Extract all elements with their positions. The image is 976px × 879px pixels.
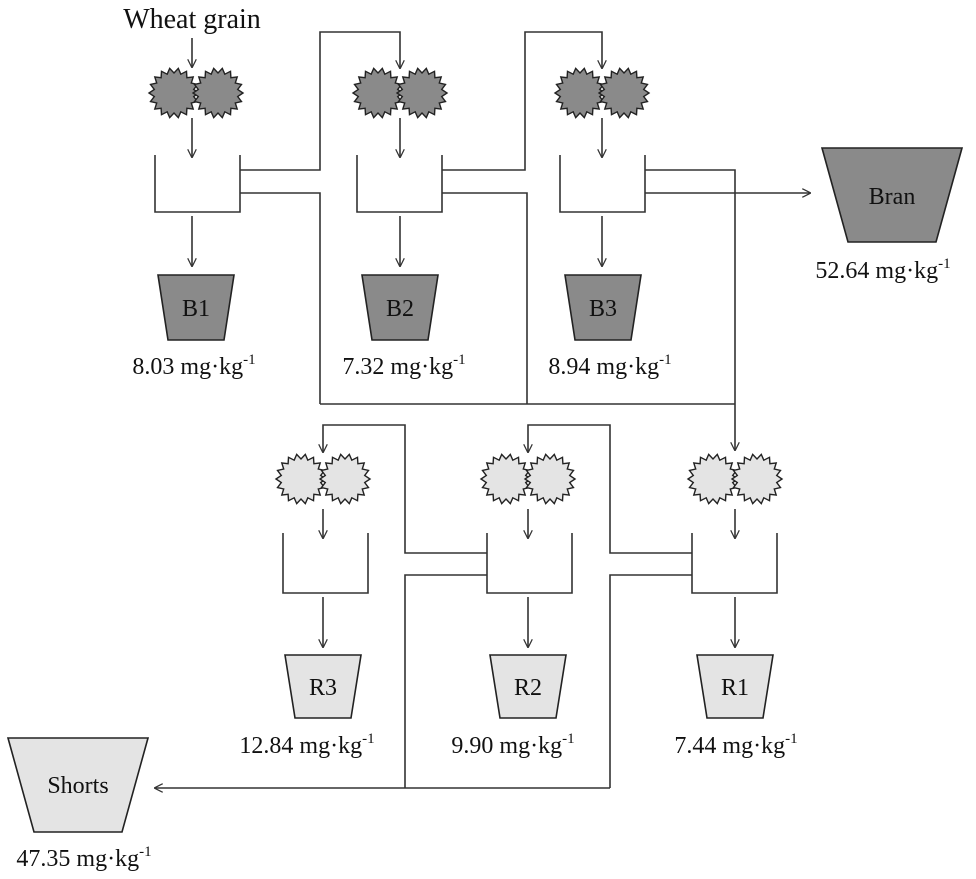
bin-shorts: Shorts bbox=[6, 737, 150, 833]
roller-icon bbox=[395, 67, 449, 119]
sifter-b3 bbox=[559, 155, 646, 213]
stage-arrows bbox=[192, 38, 735, 647]
bin-r1-label: R1 bbox=[721, 675, 749, 701]
sifter-b1 bbox=[154, 155, 241, 213]
bin-b2: B2 bbox=[361, 274, 439, 341]
conc-r1: 7.44 mg·kg-1 bbox=[674, 731, 797, 759]
conc-b1: 8.03 mg·kg-1 bbox=[132, 352, 255, 380]
roller-icon bbox=[597, 67, 651, 119]
sifter-b2 bbox=[356, 155, 443, 213]
conc-r2: 9.90 mg·kg-1 bbox=[451, 731, 574, 759]
bin-r2-label: R2 bbox=[514, 675, 542, 701]
sifter-r1 bbox=[691, 533, 778, 594]
roller-icon bbox=[523, 453, 577, 505]
conc-b2: 7.32 mg·kg-1 bbox=[342, 352, 465, 380]
roller-pair-r1-icon bbox=[686, 453, 784, 505]
bin-bran: Bran bbox=[820, 147, 964, 243]
flow-lines bbox=[155, 31, 810, 788]
roller-icon bbox=[351, 67, 405, 119]
roller-icon bbox=[147, 67, 201, 119]
roller-icon bbox=[479, 453, 533, 505]
wheat-grain-label: Wheat grain bbox=[123, 4, 261, 35]
bin-b1: B1 bbox=[157, 274, 235, 341]
roller-icon bbox=[553, 67, 607, 119]
conc-b3: 8.94 mg·kg-1 bbox=[548, 352, 671, 380]
conc-bran: 52.64 mg·kg-1 bbox=[815, 256, 950, 284]
sifter-r3 bbox=[282, 533, 369, 594]
bin-b3: B3 bbox=[564, 274, 642, 341]
conc-shorts: 47.35 mg·kg-1 bbox=[16, 844, 151, 872]
sifters bbox=[154, 155, 778, 594]
roller-icon bbox=[191, 67, 245, 119]
bin-r3: R3 bbox=[284, 654, 362, 719]
bin-shorts-label: Shorts bbox=[47, 773, 108, 799]
roller-pair-b3-icon bbox=[553, 67, 651, 119]
roller-pair-r2-icon bbox=[479, 453, 577, 505]
bin-r2: R2 bbox=[489, 654, 567, 719]
bin-r3-label: R3 bbox=[309, 675, 337, 701]
bin-bran-label: Bran bbox=[869, 184, 916, 210]
sifter-r2 bbox=[486, 533, 573, 594]
roller-icon bbox=[686, 453, 740, 505]
conc-r3: 12.84 mg·kg-1 bbox=[239, 731, 374, 759]
roller-icon bbox=[318, 453, 372, 505]
roller-icon bbox=[730, 453, 784, 505]
roller-pair-r3-icon bbox=[274, 453, 372, 505]
roller-pair-b1-icon bbox=[147, 67, 245, 119]
bin-b2-label: B2 bbox=[386, 296, 414, 322]
bin-b3-label: B3 bbox=[589, 296, 617, 322]
roller-icon bbox=[274, 453, 328, 505]
roller-pair-b2-icon bbox=[351, 67, 449, 119]
bin-b1-label: B1 bbox=[182, 296, 210, 322]
bin-r1: R1 bbox=[696, 654, 774, 719]
